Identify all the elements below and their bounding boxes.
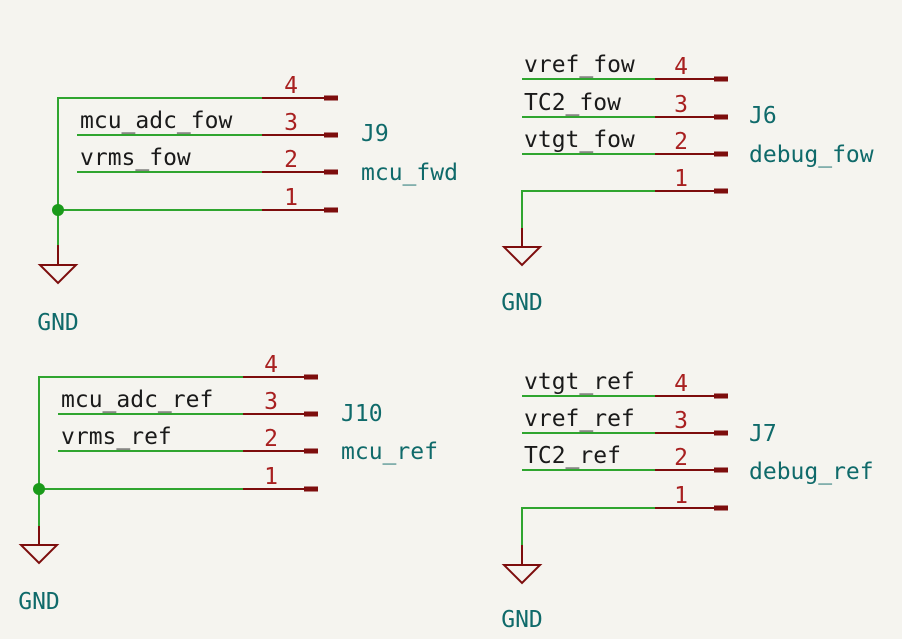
j10-pin-number-4: 4 bbox=[264, 352, 278, 378]
j10-pin-number-2: 2 bbox=[264, 426, 278, 452]
j7-net-label-pin-2[interactable]: TC2_ref bbox=[524, 443, 621, 469]
connector-j7[interactable]: 4 3 2 1 vtgt_ref vref_ref TC2_ref J7 deb… bbox=[501, 369, 873, 633]
j6-pin-number-1: 1 bbox=[674, 166, 688, 192]
j6-net-label-pin-4[interactable]: vref_fow bbox=[524, 52, 635, 78]
j6-net-label-pin-2[interactable]: vtgt_fow bbox=[524, 127, 635, 153]
j9-gnd-bus-wire[interactable] bbox=[57, 97, 262, 245]
connector-j10[interactable]: 4 3 2 1 mcu_adc_ref vrms_ref J10 mcu_ref… bbox=[18, 352, 438, 615]
j6-net-label-pin-3[interactable]: TC2_fow bbox=[524, 90, 621, 116]
j7-value-label[interactable]: debug_ref bbox=[749, 459, 874, 485]
j7-ground-label: GND bbox=[501, 607, 543, 633]
j6-ground-label: GND bbox=[501, 290, 543, 316]
j9-pin-number-2: 2 bbox=[284, 147, 298, 173]
j9-value-label[interactable]: mcu_fwd bbox=[361, 160, 458, 186]
j7-net-label-pin-4[interactable]: vtgt_ref bbox=[524, 369, 635, 395]
j9-net-label-pin-2[interactable]: vrms_fow bbox=[80, 145, 191, 171]
j6-value-label[interactable]: debug_fow bbox=[749, 142, 874, 168]
j9-ref-designator[interactable]: J9 bbox=[361, 121, 389, 147]
j6-pin-number-4: 4 bbox=[674, 54, 688, 80]
j7-pin-1-gnd-wire[interactable] bbox=[521, 507, 655, 545]
j7-pin-number-1: 1 bbox=[674, 483, 688, 509]
j6-pin-number-3: 3 bbox=[674, 92, 688, 118]
j10-net-label-pin-2[interactable]: vrms_ref bbox=[61, 424, 172, 450]
j6-pin-1-gnd-wire[interactable] bbox=[521, 190, 655, 228]
j10-ground-symbol[interactable] bbox=[18, 544, 60, 565]
connector-j6[interactable]: 4 3 2 1 vref_fow TC2_fow vtgt_fow J6 deb… bbox=[501, 52, 874, 316]
j9-junction-dot bbox=[52, 204, 64, 216]
j7-ref-designator[interactable]: J7 bbox=[749, 421, 777, 447]
j10-pin-number-3: 3 bbox=[264, 389, 278, 415]
j9-ground-label: GND bbox=[37, 310, 79, 336]
j7-pin-number-2: 2 bbox=[674, 445, 688, 471]
j6-pin-number-2: 2 bbox=[674, 129, 688, 155]
j10-net-label-pin-3[interactable]: mcu_adc_ref bbox=[61, 387, 213, 413]
j9-pin-number-3: 3 bbox=[284, 110, 298, 136]
connector-j9[interactable]: 4 3 2 1 mcu_adc_fow vrms_fow J9 mcu_fwd … bbox=[37, 73, 458, 336]
j7-pin-number-4: 4 bbox=[674, 371, 688, 397]
j10-pin-number-1: 1 bbox=[264, 464, 278, 490]
j10-gnd-bus-wire[interactable] bbox=[38, 376, 243, 526]
j10-junction-dot bbox=[33, 483, 45, 495]
j6-ref-designator[interactable]: J6 bbox=[749, 103, 777, 129]
j7-net-label-pin-3[interactable]: vref_ref bbox=[524, 406, 635, 432]
j9-net-label-pin-3[interactable]: mcu_adc_fow bbox=[80, 108, 232, 134]
j6-ground-symbol[interactable] bbox=[501, 246, 543, 267]
j9-pin-number-4: 4 bbox=[284, 73, 298, 99]
j7-pin-number-3: 3 bbox=[674, 408, 688, 434]
j10-ref-designator[interactable]: J10 bbox=[341, 401, 383, 427]
j9-pin-number-1: 1 bbox=[284, 185, 298, 211]
j7-ground-symbol[interactable] bbox=[501, 564, 543, 585]
j10-ground-label: GND bbox=[18, 589, 60, 615]
j9-ground-symbol[interactable] bbox=[37, 264, 79, 285]
j10-value-label[interactable]: mcu_ref bbox=[341, 439, 438, 465]
